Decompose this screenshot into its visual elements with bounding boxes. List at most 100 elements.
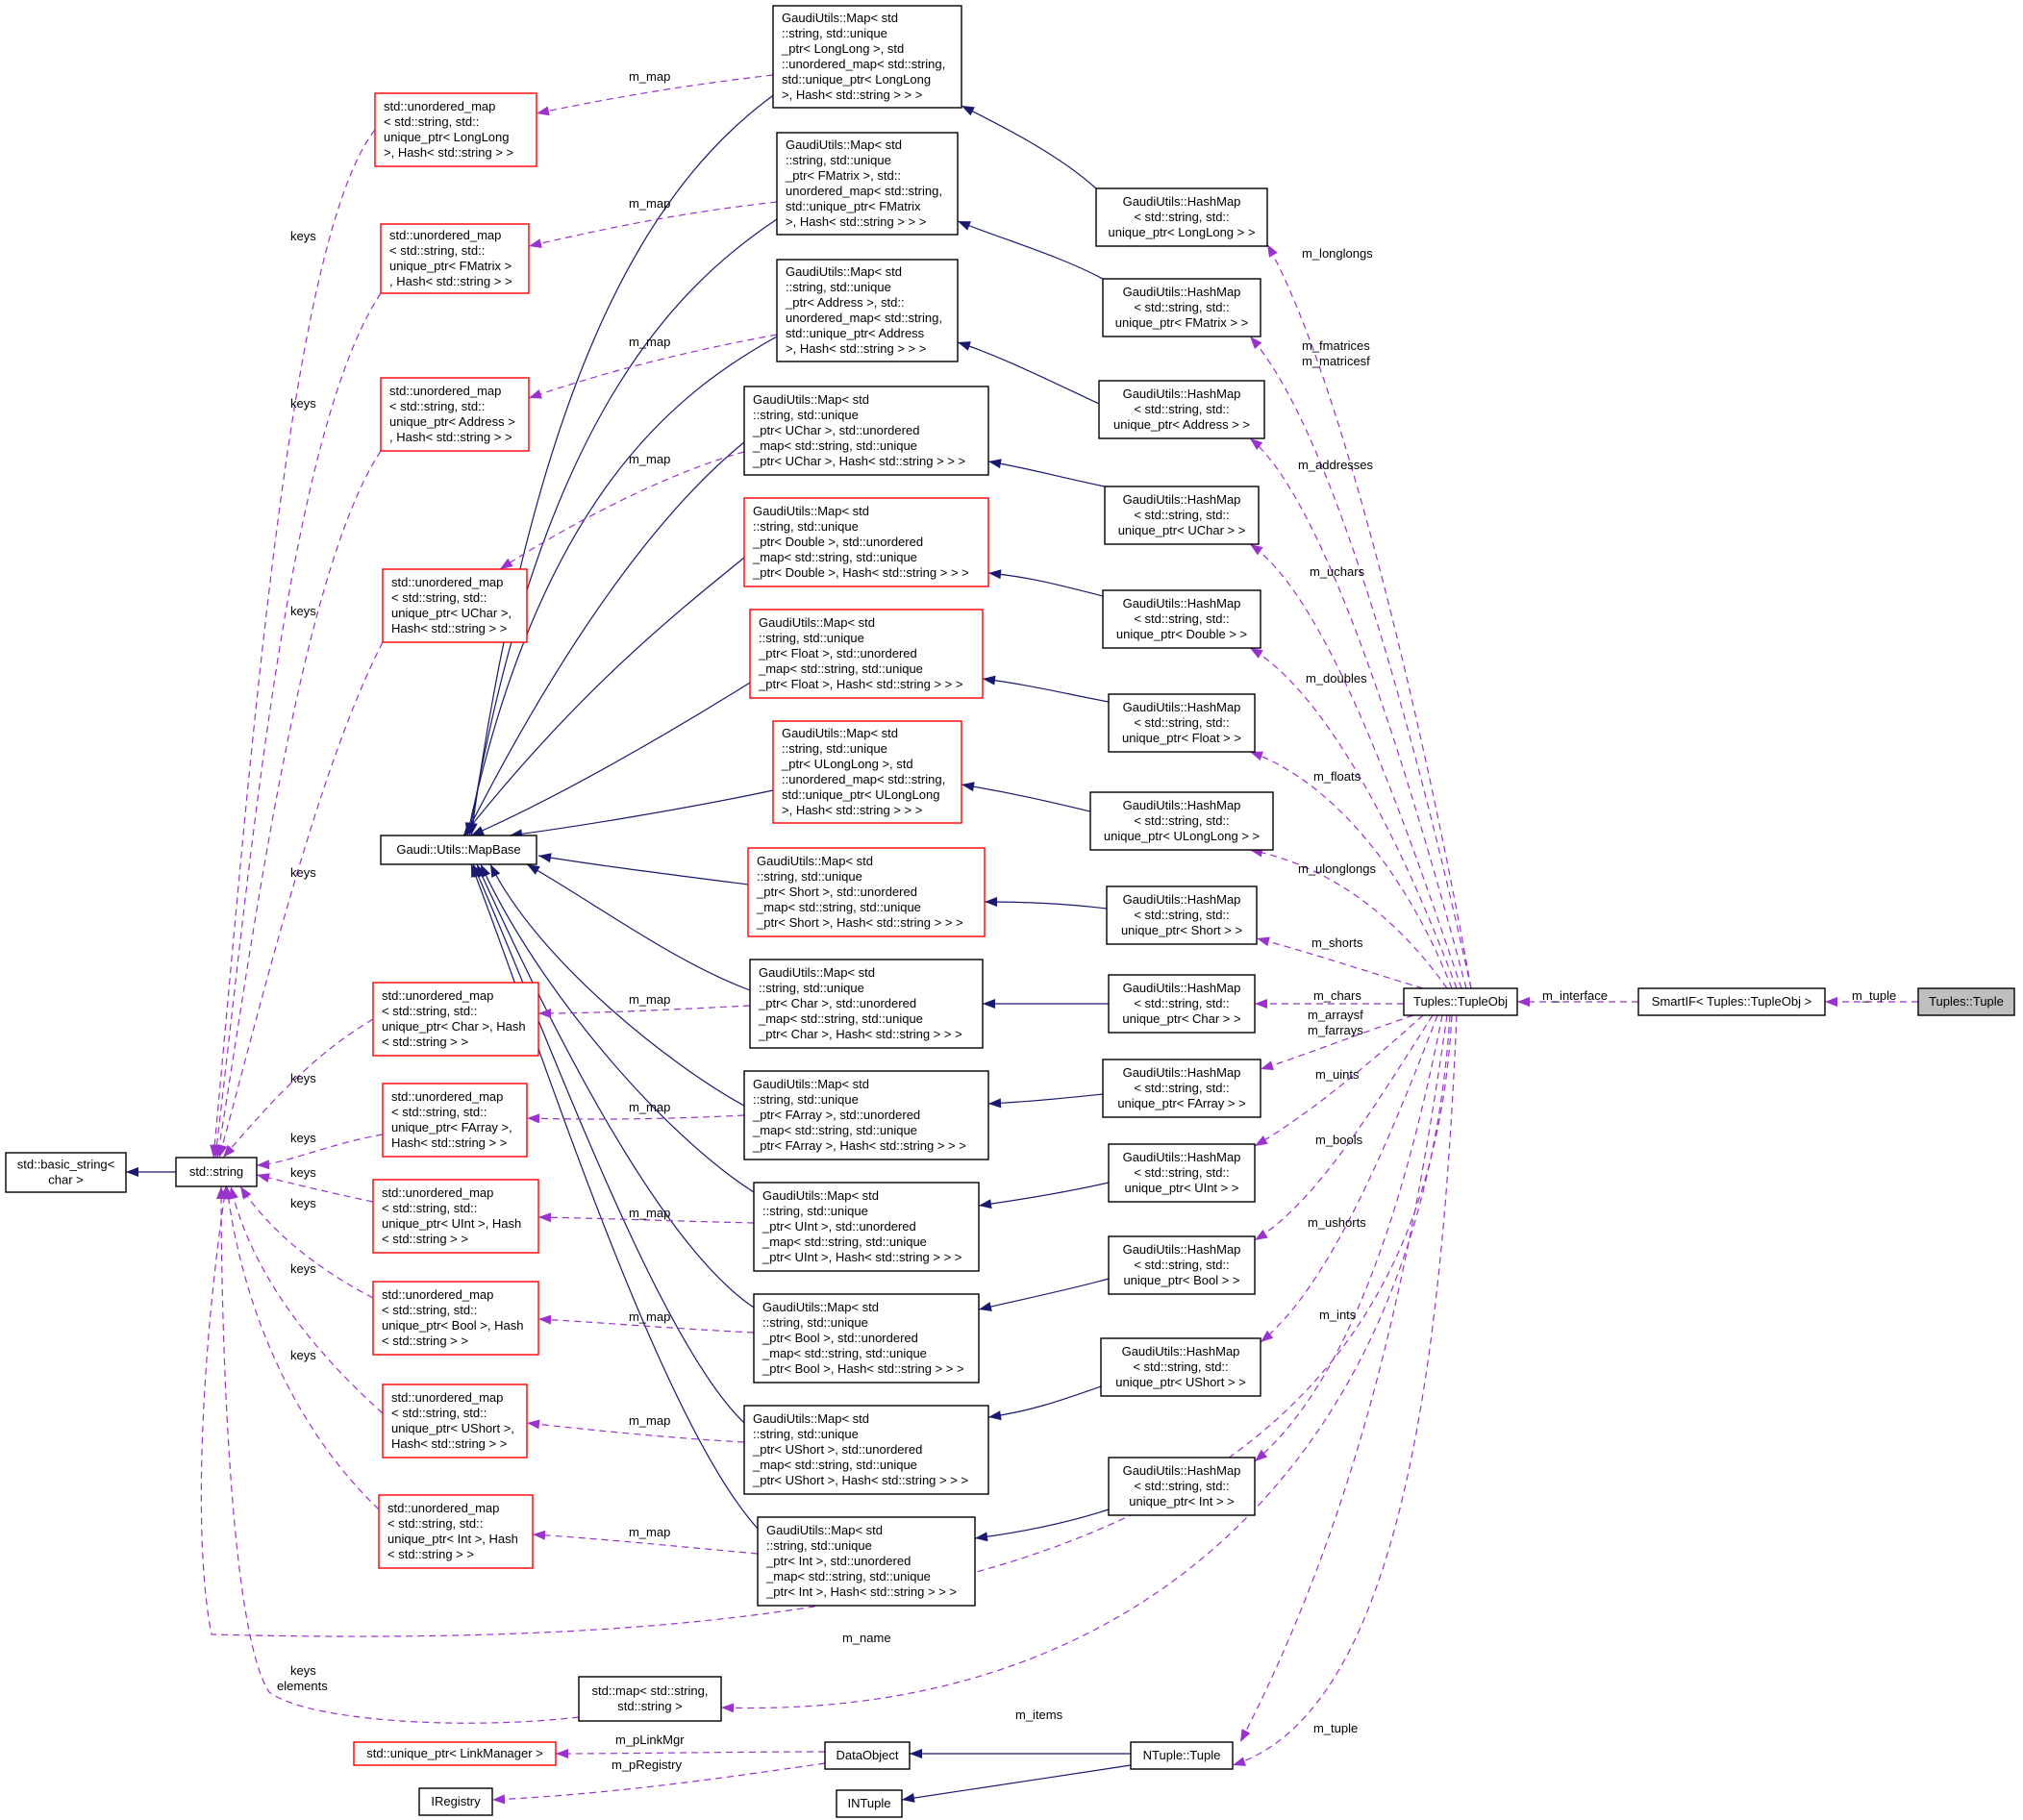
node-label-line: GaudiUtils::Map< std [759,965,875,980]
node-label-line: _ptr< UInt >, std::unordered [762,1219,916,1234]
node-map-float[interactable]: GaudiUtils::Map< std::string, std::uniqu… [749,609,984,699]
usage-edge [1260,1014,1414,1070]
node-hm-uchar[interactable]: GaudiUtils::HashMap< std::string, std::u… [1104,486,1260,545]
node-um-uint[interactable]: std::unordered_map< std::string, std::un… [372,1179,539,1254]
node-std-map[interactable]: std::map< std::string, std::string > [578,1676,722,1722]
node-mapbase[interactable]: Gaudi::Utils::MapBase [380,835,537,865]
node-map-fmatrix[interactable]: GaudiUtils::Map< std::string, std::uniqu… [776,132,959,236]
node-label-line: GaudiUtils::HashMap [1123,596,1241,611]
node-hm-uint[interactable]: GaudiUtils::HashMap< std::string, std::u… [1108,1143,1256,1203]
node-smartif[interactable]: SmartIF< Tuples::TupleObj > [1637,987,1826,1016]
inheritance-edge [984,897,1108,910]
diagram-edges [126,74,1918,1805]
node-um-char[interactable]: std::unordered_map< std::string, std::un… [372,982,539,1057]
inheritance-edge [987,1093,1104,1109]
node-hm-char[interactable]: GaudiUtils::HashMap< std::string, std::u… [1108,974,1256,1034]
node-label-line: std::unordered_map [382,1287,493,1302]
node-map-int[interactable]: GaudiUtils::Map< std::string, std::uniqu… [757,1516,976,1607]
node-intuple[interactable]: INTuple [836,1789,903,1818]
node-label-line: char > [48,1173,84,1187]
node-tupleobj[interactable]: Tuples::TupleObj [1403,987,1518,1016]
node-label-line: unique_ptr< LongLong > > [1109,225,1256,239]
usage-arrowhead [1267,244,1278,258]
inheritance-arrowhead [958,341,971,351]
node-map-ushort[interactable]: GaudiUtils::Map< std::string, std::uniqu… [743,1405,989,1495]
inheritance-arrowhead [490,864,501,878]
node-hm-address[interactable]: GaudiUtils::HashMap< std::string, std::u… [1098,380,1265,439]
node-label-line: ::string, std::unique [759,981,864,995]
node-hm-double[interactable]: GaudiUtils::HashMap< std::string, std::u… [1102,589,1261,649]
node-map-uint[interactable]: GaudiUtils::Map< std::string, std::uniqu… [753,1182,980,1272]
usage-edge [1249,647,1458,989]
node-label-line: _map< std::string, std::unique [758,661,923,676]
node-um-longlong[interactable]: std::unordered_map< std::string, std::un… [374,92,537,167]
node-um-farray[interactable]: std::unordered_map< std::string, std::un… [382,1083,528,1158]
edge-label-m-plinkmgr: m_pLinkMgr [615,1733,685,1747]
node-label-line: Hash< std::string > > [391,1135,507,1150]
node-label-line: std::unordered_map [389,384,501,398]
node-map-uchar[interactable]: GaudiUtils::Map< std::string, std::uniqu… [743,386,989,476]
node-hm-longlong[interactable]: GaudiUtils::HashMap< std::string, std::u… [1095,187,1268,247]
usage-edge [1254,1014,1434,1241]
edge-label-m-map-9: m_map [629,1413,670,1428]
node-map-address[interactable]: GaudiUtils::Map< std::string, std::uniqu… [776,259,959,362]
node-hm-int[interactable]: GaudiUtils::HashMap< std::string, std::u… [1108,1457,1256,1516]
node-label-line: GaudiUtils::Map< std [757,854,873,868]
node-um-ushort[interactable]: std::unordered_map< std::string, std::un… [382,1384,528,1458]
node-map-farray[interactable]: GaudiUtils::Map< std::string, std::uniqu… [743,1070,989,1160]
node-hm-ushort[interactable]: GaudiUtils::HashMap< std::string, std::u… [1100,1337,1261,1397]
usage-arrowhead [1257,936,1270,947]
node-label-line: std::basic_string< [17,1158,115,1172]
node-map-longlong[interactable]: GaudiUtils::Map< std::string, std::uniqu… [772,5,962,109]
node-label-line: < std::string, std:: [1133,1359,1228,1374]
node-label-line: _ptr< FArray >, std::unordered [752,1108,920,1122]
edge-label-keys-7: keys [290,1165,316,1180]
node-map-char[interactable]: GaudiUtils::Map< std::string, std::uniqu… [749,959,984,1049]
usage-edge [491,1762,826,1805]
node-map-bool[interactable]: GaudiUtils::Map< std::string, std::uniqu… [753,1293,980,1384]
node-map-ulonglong[interactable]: GaudiUtils::Map< std::string, std::uniqu… [772,720,962,824]
node-um-bool[interactable]: std::unordered_map< std::string, std::un… [372,1281,539,1356]
node-dataobject[interactable]: DataObject [824,1741,911,1770]
edge-label-m-ulonglongs: m_ulonglongs [1298,861,1376,876]
inheritance-edge [126,1167,176,1177]
node-label-line: _ptr< FMatrix >, std:: [785,168,901,183]
node-hm-short[interactable]: GaudiUtils::HashMap< std::string, std::u… [1106,885,1258,945]
node-um-address[interactable]: std::unordered_map< std::string, std::un… [380,377,530,452]
node-std-string[interactable]: std::string [175,1157,258,1187]
inheritance-edge [537,853,749,885]
node-um-int[interactable]: std::unordered_map< std::string, std::un… [378,1494,534,1569]
node-label-line: < std::string, std:: [389,399,485,413]
usage-arrowhead [556,1749,568,1758]
node-label-line: < std::string, std:: [391,1105,487,1119]
node-ntuple-tuple[interactable]: NTuple::Tuple [1130,1741,1234,1770]
node-label-line: _ptr< Float >, Hash< std::string > > > [758,677,962,691]
node-hm-float[interactable]: GaudiUtils::HashMap< std::string, std::u… [1108,693,1256,753]
node-label-line: std::unique_ptr< FMatrix [786,199,921,213]
usage-edge [528,201,778,248]
node-hm-ulonglong[interactable]: GaudiUtils::HashMap< std::string, std::u… [1089,791,1274,851]
node-basic-string[interactable]: std::basic_string<char > [5,1152,127,1193]
node-um-uchar[interactable]: std::unordered_map< std::string, std::un… [382,568,528,643]
node-hm-fmatrix[interactable]: GaudiUtils::HashMap< std::string, std::u… [1102,278,1261,337]
node-um-fmatrix[interactable]: std::unordered_map< std::string, std::un… [380,223,530,294]
node-map-short[interactable]: GaudiUtils::Map< std::string, std::uniqu… [747,847,986,937]
usage-edge [1239,1014,1448,1743]
inheritance-edge [961,105,1097,189]
usage-arrowhead [1250,438,1263,451]
node-label-line: ::string, std::unique [759,631,864,645]
node-unique-linkmgr[interactable]: std::unique_ptr< LinkManager > [353,1741,557,1766]
node-map-double[interactable]: GaudiUtils::Map< std::string, std::uniqu… [743,497,989,587]
inheritance-edge [526,863,751,991]
usage-edge [223,1185,380,1510]
node-hm-farray[interactable]: GaudiUtils::HashMap< std::string, std::u… [1102,1059,1261,1118]
node-tuples-tuple[interactable]: Tuples::Tuple [1917,987,2015,1016]
usage-arrowhead [529,389,542,399]
node-label-line: unique_ptr< Address > [389,414,515,429]
node-hm-bool[interactable]: GaudiUtils::HashMap< std::string, std::u… [1108,1235,1256,1295]
inheritance-edge [470,682,751,836]
usage-arrowhead [1255,1135,1268,1146]
node-label-line: < std::string > > [382,1232,468,1246]
node-label-line: GaudiUtils::HashMap [1123,700,1241,714]
node-iregistry[interactable]: IRegistry [418,1787,493,1816]
